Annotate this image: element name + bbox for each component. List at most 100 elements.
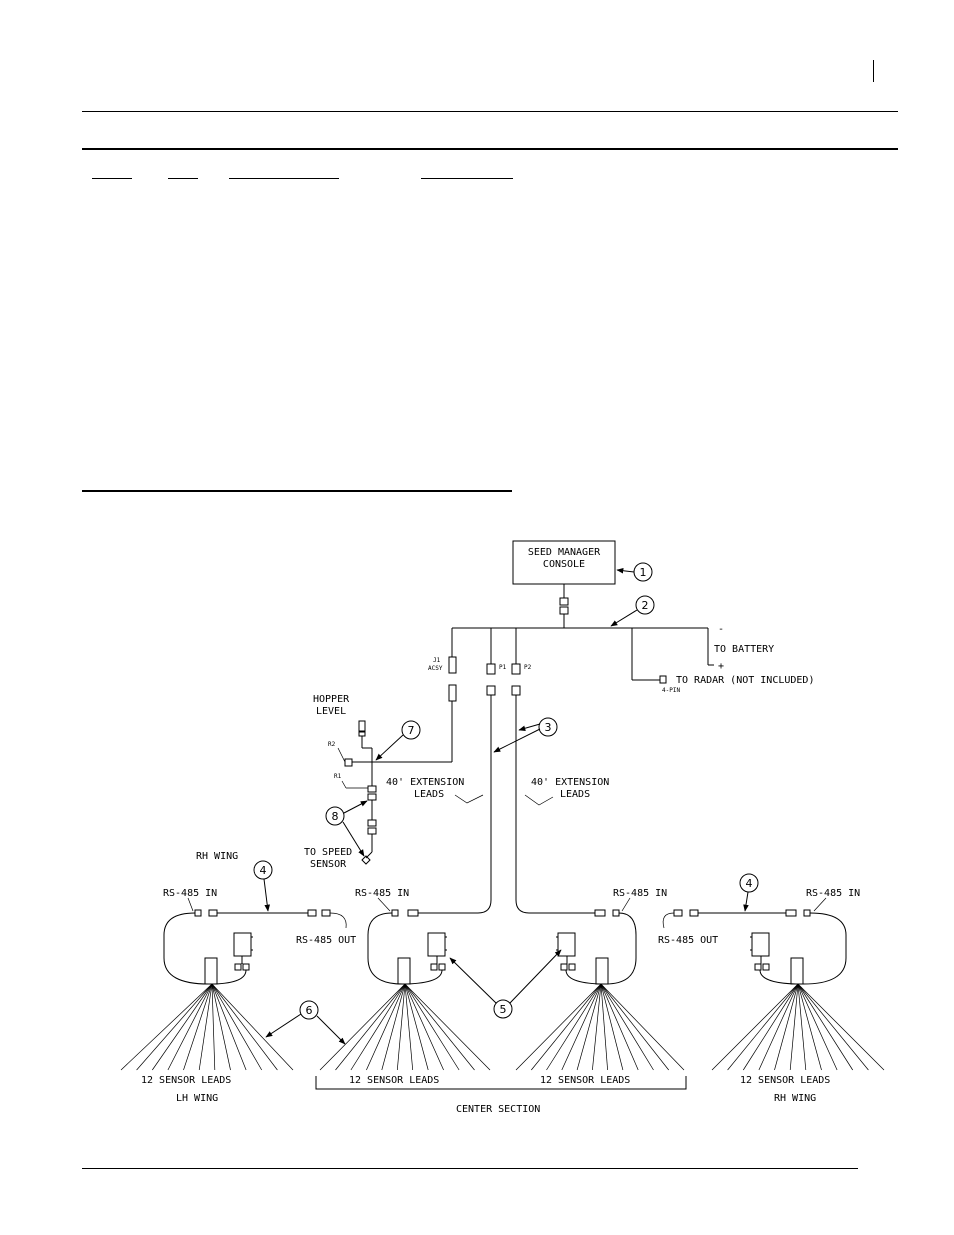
ext-left-line1: 40' EXTENSION — [386, 777, 464, 788]
sensor-lead-line — [396, 983, 406, 1071]
seed-manager-console: SEED MANAGER CONSOLE — [512, 540, 616, 585]
sensor-lead-line — [797, 983, 807, 1071]
console-connector-bottom — [559, 606, 569, 615]
center-left-module: RS-485 IN 12 SENSOR LEADS — [319, 888, 491, 1086]
callout-1: 1 — [616, 562, 653, 582]
center-right-module: RS-485 IN 12 SENSOR LEADS — [515, 888, 685, 1086]
svg-text:1: 1 — [640, 566, 647, 579]
sensor-lead-line — [561, 983, 602, 1071]
ext-right-line2: LEADS — [560, 789, 590, 800]
r1-connector-bottom — [367, 793, 377, 801]
rh-wing-module: RS-485 OUT RS-485 IN 12 SENSOR LEADS RH … — [658, 888, 885, 1104]
p1-mate — [486, 685, 496, 696]
callout-7: 7 — [375, 720, 421, 761]
p2-connector — [511, 663, 521, 675]
sensor-lead-line — [600, 983, 608, 1071]
console-label-line2: CONSOLE — [543, 559, 585, 570]
column-underline-3 — [229, 178, 339, 179]
hopper-label-line2: LEVEL — [316, 706, 346, 717]
callout-5: 5 — [449, 949, 562, 1019]
svg-text:7: 7 — [408, 724, 415, 737]
column-underline-4 — [421, 178, 513, 179]
sensor-lead-line — [797, 983, 853, 1071]
sensor-lead-line — [797, 983, 869, 1071]
sensor-lead-line — [319, 983, 406, 1071]
speed-connector-bottom — [367, 827, 377, 835]
j1-connector-top — [448, 656, 457, 674]
battery-label: TO BATTERY — [714, 644, 774, 655]
sensor-lead-line — [136, 983, 213, 1071]
center-section-bracket — [315, 1076, 687, 1090]
sensor-lead-line — [546, 983, 602, 1071]
sensor-lead-line — [404, 983, 460, 1071]
sensor-lead-line — [211, 983, 231, 1071]
callout-2: 2 — [610, 595, 655, 627]
radar-pin-label: 4-PIN — [662, 687, 680, 694]
extension-lead-left — [418, 695, 492, 914]
column-underline-2 — [168, 178, 198, 179]
rh-rs485-out: RS-485 OUT — [658, 935, 718, 946]
sensor-lead-line — [600, 983, 624, 1071]
sensor-lead-line — [404, 983, 444, 1071]
p2-mate — [511, 685, 521, 696]
header-rule-top — [82, 111, 898, 112]
sensor-lead-line — [789, 983, 799, 1071]
p1-label: P1 — [499, 664, 507, 671]
rh-rs485-in: RS-485 IN — [806, 888, 860, 899]
p2-label: P2 — [524, 664, 532, 671]
sensor-lead-line — [600, 983, 669, 1071]
speed-label-line1: TO SPEED — [304, 847, 352, 858]
sensor-lead-line — [600, 983, 639, 1071]
ext-right-line1: 40' EXTENSION — [531, 777, 609, 788]
rh-wing-top-label: RH WING — [196, 851, 238, 862]
sensor-lead-line — [120, 983, 213, 1071]
sensor-lead-line — [211, 983, 263, 1071]
sensor-lead-line — [167, 983, 213, 1071]
sensor-lead-line — [758, 983, 799, 1071]
svg-text:4: 4 — [746, 877, 753, 890]
rh-sensor-leads: 12 SENSOR LEADS — [740, 1075, 830, 1086]
sensor-lead-line — [515, 983, 602, 1071]
sensor-lead-line — [211, 983, 294, 1071]
table-bottom-rule — [82, 490, 512, 492]
sensor-lead-line — [211, 983, 247, 1071]
column-underline-1 — [92, 178, 132, 179]
sensor-lead-line — [404, 983, 414, 1071]
lh-wing-module: RS-485 IN RS-485 OUT 12 SENSOR LEADS LH … — [120, 888, 356, 1104]
svg-text:3: 3 — [545, 721, 552, 734]
radar-label: TO RADAR (NOT INCLUDED) — [676, 675, 814, 686]
svg-text:8: 8 — [332, 810, 339, 823]
sensor-lead-line — [404, 983, 429, 1071]
sensor-lead-line — [592, 983, 602, 1071]
ext-left-line2: LEADS — [414, 789, 444, 800]
sensor-lead-line — [727, 983, 799, 1071]
center-section-label: CENTER SECTION — [456, 1104, 540, 1115]
sensor-lead-line — [183, 983, 213, 1071]
rh-wing-label: RH WING — [774, 1093, 816, 1104]
cr-rs485-in: RS-485 IN — [613, 888, 667, 899]
extension-lead-right — [515, 695, 595, 914]
sensor-lead-line — [381, 983, 406, 1071]
sensor-lead-line — [211, 983, 216, 1071]
lh-wing-label: LH WING — [176, 1093, 218, 1104]
sensor-lead-line — [576, 983, 602, 1071]
svg-text:4: 4 — [260, 864, 267, 877]
r1-label: R1 — [334, 773, 342, 780]
svg-text:6: 6 — [306, 1004, 313, 1017]
sensor-lead-line — [531, 983, 602, 1071]
sensor-lead-line — [600, 983, 685, 1071]
sensor-lead-line — [198, 983, 213, 1071]
j1-connector-bottom — [448, 684, 457, 702]
console-connector-top — [559, 597, 569, 606]
sensor-lead-line — [152, 983, 213, 1071]
j1-acsy-label: ACSY — [428, 665, 443, 672]
radar-connector — [659, 675, 667, 684]
svg-text:2: 2 — [642, 599, 649, 612]
r2-connector — [344, 758, 353, 767]
sensor-lead-line — [211, 983, 278, 1071]
sensor-lead-line — [711, 983, 799, 1071]
callout-4-left: 4 — [253, 860, 273, 912]
sensor-lead-line — [774, 983, 799, 1071]
sensor-lead-line — [404, 983, 491, 1071]
